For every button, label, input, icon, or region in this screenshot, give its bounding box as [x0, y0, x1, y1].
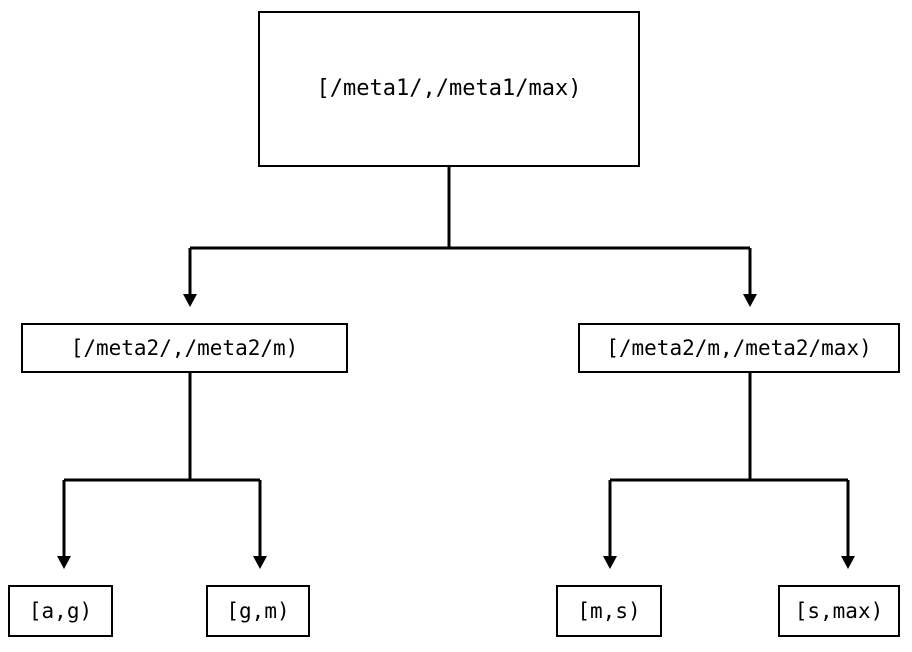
tree-node-leaf-a-g[interactable]: [a,g) — [8, 585, 113, 637]
tree-node-root[interactable]: [/meta1/,/meta1/max) — [258, 11, 640, 167]
arrowhead-icon-leaf-ag — [57, 556, 71, 569]
tree-node-leaf-s-max-label: [s,max) — [794, 598, 884, 623]
arrowhead-icon-leaf-gm — [253, 556, 267, 569]
tree-node-mid-right[interactable]: [/meta2/m,/meta2/max) — [578, 323, 900, 373]
tree-node-mid-right-label: [/meta2/m,/meta2/max) — [606, 335, 872, 360]
tree-node-leaf-g-m[interactable]: [g,m) — [206, 585, 310, 637]
arrowhead-icon-mid-left — [183, 294, 197, 307]
tree-node-mid-left-label: [/meta2/,/meta2/m) — [70, 335, 299, 360]
tree-node-leaf-s-max[interactable]: [s,max) — [778, 585, 900, 637]
tree-node-root-label: [/meta1/,/meta1/max) — [316, 76, 582, 101]
tree-node-leaf-m-s-label: [m,s) — [577, 598, 641, 623]
tree-node-leaf-g-m-label: [g,m) — [226, 598, 290, 623]
tree-node-mid-left[interactable]: [/meta2/,/meta2/m) — [21, 323, 348, 373]
arrowhead-icon-leaf-ms — [603, 556, 617, 569]
arrowhead-icon-mid-right — [743, 294, 757, 307]
tree-node-leaf-a-g-label: [a,g) — [28, 598, 93, 623]
arrowhead-icon-leaf-smax — [841, 556, 855, 569]
tree-node-leaf-m-s[interactable]: [m,s) — [556, 585, 662, 637]
